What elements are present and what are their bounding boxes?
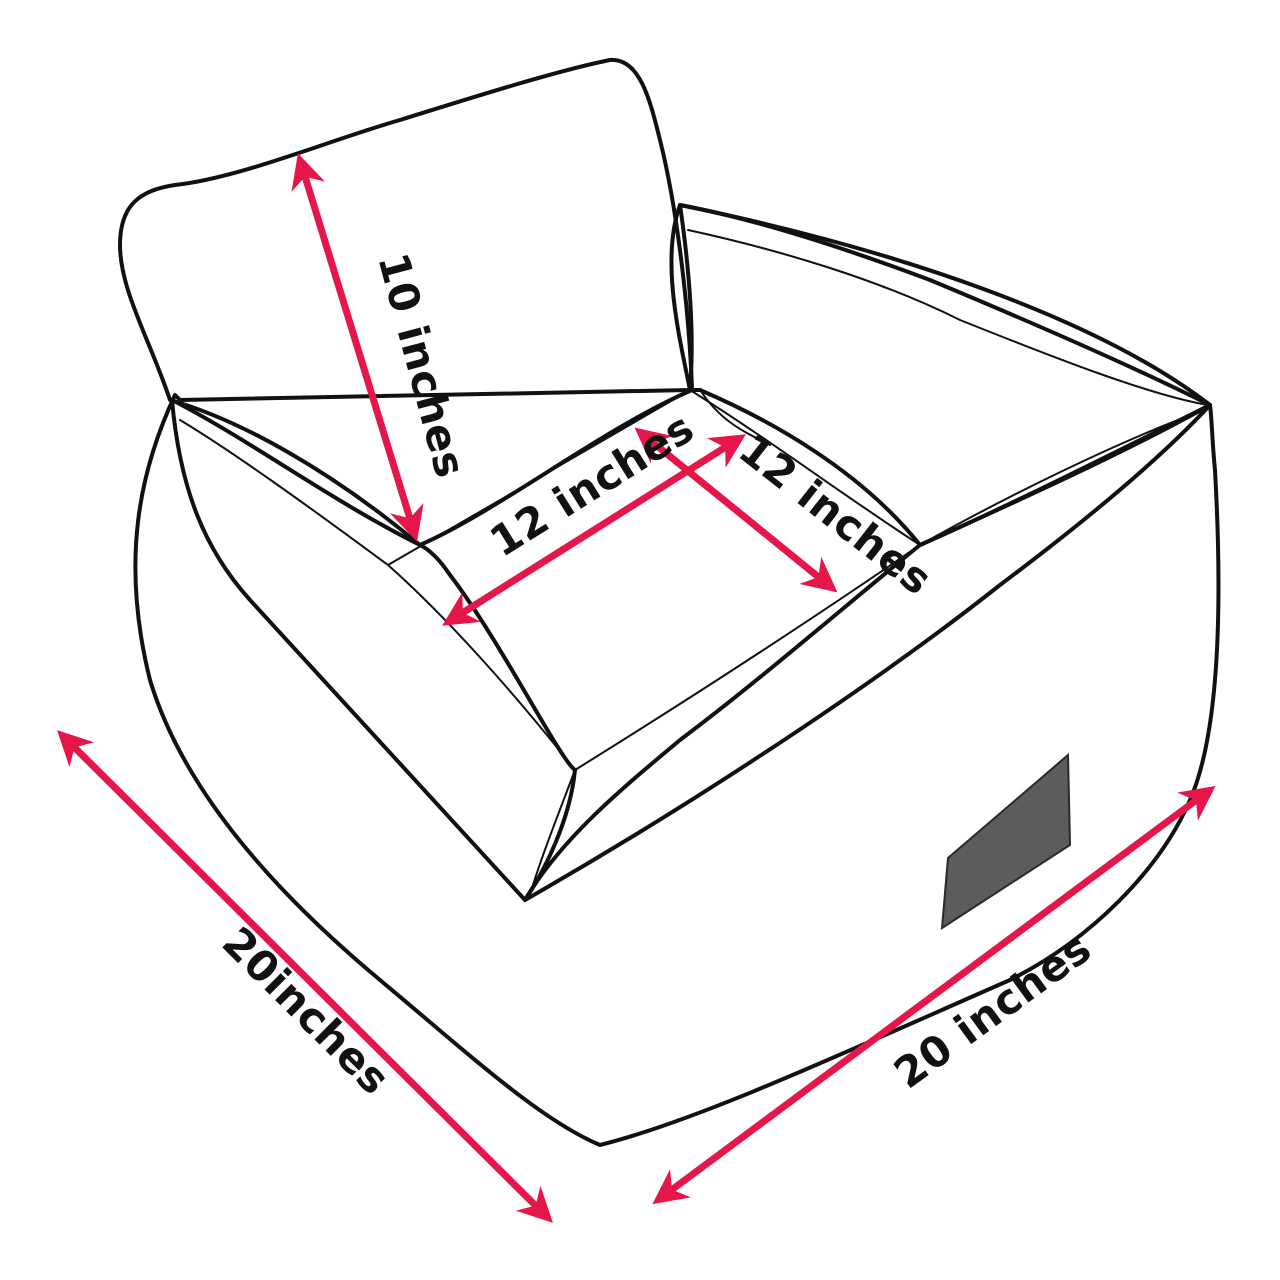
- backrest-height-label: 10 inches: [368, 248, 475, 483]
- bed-left-bolster: [170, 398, 577, 902]
- bed-seam-line: [687, 229, 1209, 406]
- bed-seam-line: [919, 409, 1206, 546]
- interior-depth-arrow: [634, 427, 838, 593]
- interior-depth-label: 12 inches: [730, 424, 942, 604]
- outer-left-label: 20inches: [213, 917, 400, 1104]
- bed-front-bolster: [523, 403, 1212, 902]
- backrest-height-arrow: [291, 153, 424, 542]
- outer-right-arrow: [652, 785, 1216, 1205]
- outer-left-arrow: [57, 730, 553, 1223]
- bed-label-patch: [940, 752, 1072, 930]
- bed-right-bolster: [678, 203, 1212, 547]
